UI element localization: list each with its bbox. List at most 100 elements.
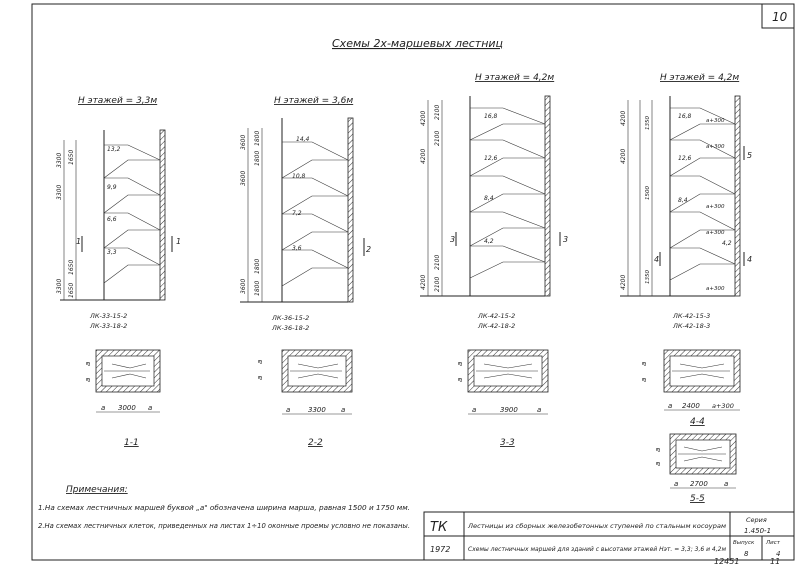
scheme-2: Н этажей = 3,6м 3600 3600 3600 1800 1800… <box>240 96 371 448</box>
scheme-1-elev-0: 13,2 <box>107 146 121 153</box>
scheme-3-plan-dim-2: a <box>537 406 541 414</box>
scheme-1-dim-1: 3300 <box>56 185 63 200</box>
scheme-3-section-title: 3-3 <box>500 438 515 448</box>
scheme-5-plan-dim-0: a <box>674 480 678 488</box>
scheme-1-section-mark-right: 1 <box>176 237 181 246</box>
scheme-1-plan-dim-1: 3000 <box>118 404 136 412</box>
scheme-2-plan-side-0: a <box>256 376 264 380</box>
scheme-1-dim-5: 1650 <box>68 283 75 298</box>
scheme-2-plan-dim-0: a <box>286 406 290 414</box>
scheme-2-dim-0: 3600 <box>240 135 247 150</box>
scheme-5-plan-dim-1: 2700 <box>690 480 708 488</box>
title-block-series-label: Серия <box>746 516 767 524</box>
title-block-title-2: Схемы лестничных маршей для зданий с выс… <box>468 545 726 553</box>
scheme-1-right-wall <box>159 129 166 301</box>
scheme-4-note-1: a+300 <box>706 144 725 150</box>
title-block-issue-value: 8 <box>744 550 749 558</box>
scheme-1: Н этажей = 3,3м 3300 3300 3300 1650 1650… <box>56 96 181 448</box>
scheme-1-plan-dim-0: a <box>101 404 105 412</box>
scheme-4-dim-5: 1350 <box>645 270 651 284</box>
scheme-1-section-title: 1-1 <box>124 438 139 448</box>
scheme-4-mark-0: ЛК-42-15-3 <box>672 312 710 320</box>
scheme-3-section-mark-left: 3 <box>450 235 455 244</box>
scheme-4-height-label: Н этажей = 4,2м <box>660 73 739 83</box>
scheme-3-elev-0: 16,8 <box>484 113 498 120</box>
scheme-2-dim-6: 1800 <box>254 281 261 296</box>
scheme-1-elev-2: 6,6 <box>107 216 117 223</box>
scheme-2-height-label: Н этажей = 3,6м <box>274 96 353 106</box>
scheme-2-right-wall <box>347 117 354 303</box>
scheme-2-elev-1: 10,8 <box>292 173 306 180</box>
scheme-4-dim-3: 1350 <box>645 116 651 130</box>
scheme-1-plan-dim-2: a <box>148 404 152 412</box>
note-2: 2.На схемах лестничных клеток, приведенн… <box>38 522 410 530</box>
scheme-4-section-mark-right: 4 <box>747 255 752 264</box>
scheme-2-dim-2: 3600 <box>240 279 247 294</box>
scheme-3-mark-0: ЛК-42-15-2 <box>477 312 515 320</box>
sheet-number: 10 <box>772 10 788 24</box>
scheme-4-plan-dim-2: a+300 <box>712 402 734 410</box>
scheme-4-section-mark-left: 4 <box>654 255 659 264</box>
scheme-2-elev-3: 3,6 <box>292 245 302 252</box>
title-block-year: 1972 <box>430 545 450 554</box>
scheme-1-dim-4: 1650 <box>68 260 75 275</box>
scheme-3-plan-side-0: a <box>456 378 464 382</box>
scheme-4-note-4: a+300 <box>706 286 725 292</box>
scheme-3-right-wall <box>544 95 551 297</box>
scheme-4-elev-3: 4,2 <box>722 240 732 247</box>
scheme-2-dim-1: 3600 <box>240 171 247 186</box>
scheme-4-dim-4: 1500 <box>645 186 651 200</box>
scheme-1-dim-2: 3300 <box>56 279 63 294</box>
scheme-1-elev-1: 9,9 <box>107 184 117 191</box>
scheme-3-plan-side-1: a <box>456 362 464 366</box>
scheme-1-elev-3: 3,3 <box>107 249 117 256</box>
scheme-4-plan-side-0: a <box>640 378 648 382</box>
bottom-right-number: 11 <box>770 557 780 566</box>
title-block-series-value: 1.450-1 <box>744 527 771 535</box>
sheet-frame <box>31 3 795 561</box>
scheme-3-plan-dim-1: 3900 <box>500 406 518 414</box>
note-1: 1.На схемах лестничных маршей буквой „a"… <box>38 504 410 512</box>
scheme-4-dim-2: 4200 <box>620 275 627 290</box>
scheme-3-mark-1: ЛК-42-18-2 <box>477 322 515 330</box>
scheme-1-mark-1: ЛК-33-18-2 <box>89 322 127 330</box>
scheme-3-dim-6: 2100 <box>434 277 441 292</box>
title-block-sheet-value: 4 <box>776 550 780 558</box>
scheme-2-dim-5: 1800 <box>254 259 261 274</box>
scheme-4: Н этажей = 4,2м 4200 4200 4200 1350 1500… <box>620 73 752 504</box>
scheme-3-dim-5: 2100 <box>434 255 441 270</box>
scheme-4-plan-dim-1: 2400 <box>682 402 700 410</box>
notes-heading: Примечания: <box>66 485 128 495</box>
scheme-5-plan-dim-2: a <box>724 480 728 488</box>
scheme-3-dim-2: 4200 <box>420 275 427 290</box>
scheme-2-dim-4: 1800 <box>254 151 261 166</box>
bottom-number: 12451 <box>714 557 739 566</box>
scheme-4-plan-side-1: a <box>640 362 648 366</box>
scheme-2-mark-1: ЛК-36-18-2 <box>271 324 309 332</box>
scheme-5-section-title: 5-5 <box>690 494 705 504</box>
scheme-2-plan-dim-1: 3300 <box>308 406 326 414</box>
scheme-3-elev-3: 4,2 <box>484 238 494 245</box>
scheme-4-dim-0: 4200 <box>620 111 627 126</box>
scheme-1-dim-3: 1650 <box>68 150 75 165</box>
scheme-4-note-0: a+300 <box>706 118 725 124</box>
scheme-1-height-label: Н этажей = 3,3м <box>78 96 157 106</box>
scheme-4-elev-1: 12,6 <box>678 155 692 162</box>
scheme-3-elev-1: 12,6 <box>484 155 498 162</box>
title-block-title-1: Лестницы из сборных железобетонных ступе… <box>467 522 726 530</box>
scheme-3-section-mark-right: 3 <box>563 235 568 244</box>
scheme-4-note-3: a+300 <box>706 230 725 236</box>
scheme-2-dim-3: 1800 <box>254 131 261 146</box>
scheme-4-elev-0: 16,8 <box>678 113 692 120</box>
scheme-4-section-title: 4-4 <box>690 417 705 427</box>
scheme-2-elev-2: 7,2 <box>292 210 302 217</box>
scheme-2-mark-0: ЛК-36-15-2 <box>271 314 309 322</box>
scheme-4-dim-1: 4200 <box>620 149 627 164</box>
scheme-4-section-mark-5: 5 <box>747 151 752 160</box>
scheme-1-plan-side-1: a <box>84 362 92 366</box>
scheme-4-plan-dim-0: a <box>668 402 672 410</box>
scheme-3-elev-2: 8,4 <box>484 195 494 202</box>
sheet-number-box <box>761 3 795 29</box>
scheme-2-elev-0: 14,4 <box>296 136 310 143</box>
